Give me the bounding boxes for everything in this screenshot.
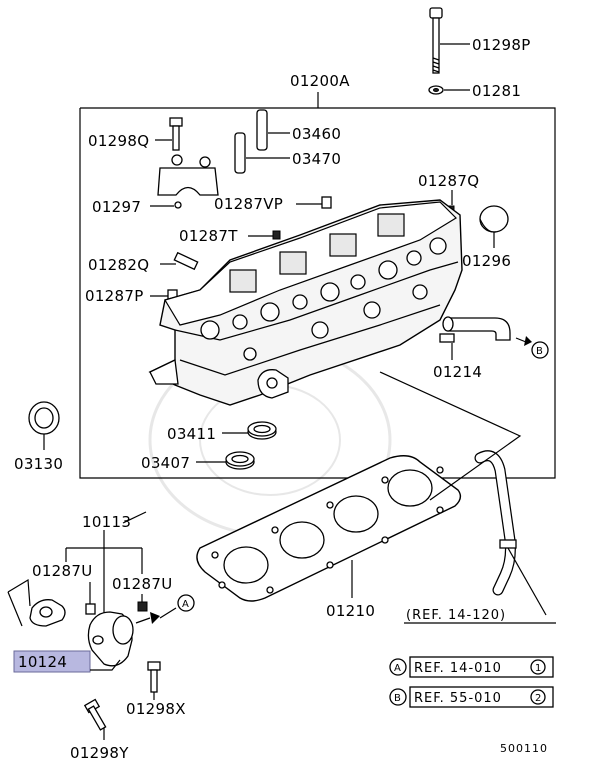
assembly-frame [79, 107, 556, 479]
label-01210: 01210 [326, 602, 375, 620]
plug-01287U-left [85, 603, 96, 615]
hose-ref-14-120 [474, 450, 517, 596]
ref-a-box: A REF. 14-010 1 [389, 656, 554, 678]
arrow-ref-a: A [177, 594, 195, 612]
svg-text:REF. 55-010: REF. 55-010 [414, 691, 502, 706]
diagram-id: 500110 [500, 742, 548, 755]
label-01282Q: 01282Q [88, 256, 149, 274]
label-03470: 03470 [292, 150, 341, 168]
guide-03470 [234, 132, 246, 174]
label-01287P: 01287P [85, 287, 144, 305]
label-01200A: 01200A [290, 72, 350, 90]
cap-01297 [157, 154, 219, 209]
label-10113: 10113 [82, 513, 131, 531]
label-01287U-left: 01287U [32, 562, 93, 580]
seal-03411 [247, 421, 277, 440]
label-03460: 03460 [292, 125, 341, 143]
plug-01287T [272, 230, 281, 240]
cap-01296 [479, 205, 509, 233]
housing-10113 [87, 611, 134, 667]
arrow-ref-b: B [531, 341, 549, 359]
ref-b-box: B REF. 55-010 2 [389, 686, 554, 708]
label-01287T: 01287T [179, 227, 238, 245]
ref-14-120: (REF. 14-120) [406, 608, 506, 623]
seal-03130 [28, 401, 60, 435]
label-01287U-right: 01287U [112, 575, 173, 593]
svg-text:A: A [394, 663, 401, 674]
cylinder-head [148, 199, 463, 406]
bolt-01298Y [83, 698, 107, 731]
label-10124: 10124 [18, 653, 67, 671]
label-01297: 01297 [92, 198, 141, 216]
svg-text:B: B [536, 346, 543, 357]
seal-03407 [225, 451, 255, 470]
label-01298P: 01298P [472, 36, 531, 54]
fitting-01214 [439, 316, 511, 343]
label-01287Q: 01287Q [418, 172, 479, 190]
washer-01281 [428, 85, 444, 95]
plug-01287U-right [137, 601, 148, 612]
bolt-01298P [429, 7, 443, 74]
label-01287VP: 01287VP [214, 195, 283, 213]
label-01298Y: 01298Y [70, 744, 129, 762]
label-03407: 03407 [141, 454, 190, 472]
label-01298Q: 01298Q [88, 132, 149, 150]
label-01298X: 01298X [126, 700, 186, 718]
guide-03460 [256, 109, 268, 151]
svg-text:2: 2 [535, 693, 541, 704]
label-01214: 01214 [433, 363, 482, 381]
label-03130: 03130 [14, 455, 63, 473]
label-10124-highlight [13, 650, 91, 673]
label-01296: 01296 [462, 252, 511, 270]
svg-text:REF. 14-010: REF. 14-010 [414, 661, 502, 676]
bolt-01298Q [169, 117, 183, 151]
bolt-01298X [147, 661, 161, 693]
svg-text:A: A [182, 599, 189, 610]
label-03411: 03411 [167, 425, 216, 443]
plug-01287VP [321, 196, 332, 209]
stud-01282Q [173, 251, 199, 271]
gasket-10124 [29, 599, 66, 627]
svg-text:1: 1 [535, 663, 541, 674]
svg-text:B: B [394, 693, 401, 704]
label-01281: 01281 [472, 82, 521, 100]
gasket-01210 [196, 455, 462, 602]
